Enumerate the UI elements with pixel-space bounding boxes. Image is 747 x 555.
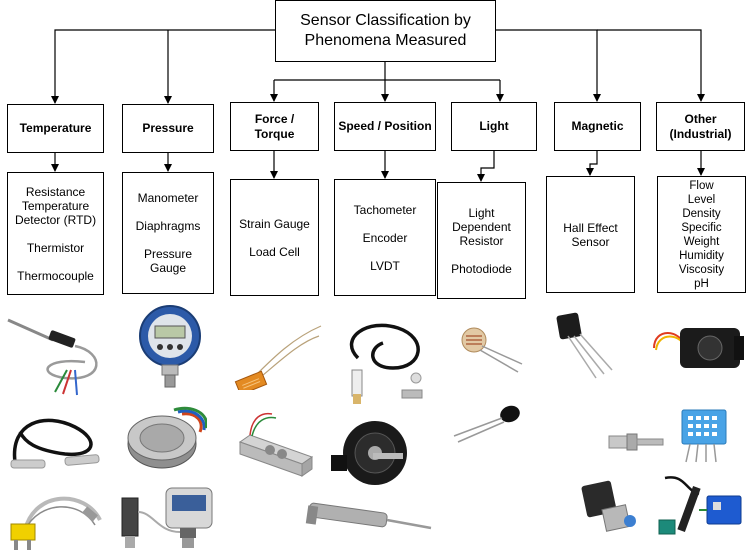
photodiode-photo bbox=[453, 405, 520, 443]
digital-manometer-photo bbox=[139, 305, 201, 388]
detail-other-industrial: Flow Level Density Specific Weight Humid… bbox=[657, 176, 746, 293]
detail-force-torque: Strain Gauge Load Cell bbox=[230, 179, 319, 296]
detail-light: Light Dependent Resistor Photodiode bbox=[437, 182, 526, 299]
category-label: Light bbox=[479, 119, 509, 133]
connector-magnetic bbox=[496, 29, 601, 102]
item-encoder: Encoder bbox=[362, 230, 408, 245]
item-ldr-line-3: Resistor bbox=[459, 233, 504, 248]
detail-speed-position: Tachometer Encoder LVDT bbox=[334, 179, 436, 296]
rotary-encoder-photo bbox=[331, 421, 407, 485]
item-hall-effect-line-1: Hall Effect bbox=[563, 220, 618, 235]
title-line-2: Phenomena Measured bbox=[304, 32, 467, 49]
item-diaphragms: Diaphragms bbox=[135, 219, 201, 233]
connector-magnetic-detail bbox=[586, 150, 598, 176]
load-cell-photo bbox=[238, 412, 314, 477]
detail-magnetic: Hall Effect Sensor bbox=[546, 176, 635, 293]
density-transmitter-photo bbox=[581, 480, 636, 532]
strain-gauge-photo bbox=[234, 325, 322, 390]
item-photodiode: Photodiode bbox=[451, 261, 512, 276]
item-hall-effect-line-2: Sensor bbox=[571, 234, 610, 249]
item-lvdt: LVDT bbox=[370, 258, 400, 273]
item-strain-gauge: Strain Gauge bbox=[239, 216, 310, 231]
item-specific-weight: Specific Weight bbox=[681, 221, 722, 248]
item-rtd-line-3: Detector (RTD) bbox=[14, 212, 97, 227]
item-ph: pH bbox=[694, 277, 709, 290]
item-tachometer: Tachometer bbox=[353, 202, 417, 217]
category-label-line-2: (Industrial) bbox=[669, 126, 732, 141]
pressure-gauge-photo bbox=[121, 487, 213, 548]
item-ldr-line-1: Light bbox=[468, 205, 495, 220]
category-pressure: Pressure bbox=[122, 104, 214, 153]
level-probe-photo bbox=[608, 433, 664, 451]
item-thermistor: Thermistor bbox=[26, 240, 85, 255]
category-light: Light bbox=[451, 102, 537, 151]
thermocouple-photo bbox=[10, 496, 102, 550]
item-rtd-line-2: Temperature bbox=[21, 198, 90, 213]
tachometer-sensor-photo bbox=[349, 323, 423, 404]
thermistor-cable-photo bbox=[10, 418, 100, 469]
item-density: Density bbox=[682, 207, 721, 220]
category-force-torque: Force / Torque bbox=[230, 102, 319, 151]
ldr-photo bbox=[461, 327, 523, 373]
item-manometer: Manometer bbox=[137, 191, 199, 205]
diagram-title: Sensor Classification by Phenomena Measu… bbox=[275, 0, 496, 62]
connector-temperature bbox=[51, 29, 275, 104]
category-label: Magnetic bbox=[571, 119, 624, 133]
humidity-sensor-photo bbox=[681, 409, 727, 463]
detail-pressure: Manometer Diaphragms Pressure Gauge bbox=[122, 172, 214, 294]
connector-other bbox=[597, 29, 705, 102]
lvdt-photo bbox=[305, 502, 432, 530]
category-label-line-1: Other bbox=[684, 111, 717, 126]
item-thermocouple: Thermocouple bbox=[17, 268, 94, 283]
item-ldr-line-2: Dependent bbox=[452, 219, 511, 234]
item-rtd-line-1: Resistance bbox=[25, 184, 86, 199]
item-pressure-gauge-line-1: Pressure bbox=[143, 247, 193, 261]
category-temperature: Temperature bbox=[7, 104, 104, 153]
category-label: Force / Torque bbox=[254, 111, 295, 141]
diaphragm-sensor-photo bbox=[127, 406, 207, 469]
detail-temperature: Resistance Temperature Detector (RTD) Th… bbox=[7, 172, 104, 295]
category-other-industrial: Other (Industrial) bbox=[656, 102, 745, 151]
flow-sensor-photo bbox=[653, 328, 744, 368]
item-level: Level bbox=[687, 193, 716, 206]
item-load-cell: Load Cell bbox=[249, 244, 300, 259]
category-label: Pressure bbox=[142, 121, 194, 135]
connector-light-detail bbox=[477, 150, 495, 182]
ph-sensor-photo bbox=[658, 476, 742, 535]
item-pressure-gauge-line-2: Gauge bbox=[149, 261, 187, 275]
item-humidity: Humidity bbox=[679, 249, 724, 262]
category-label: Temperature bbox=[19, 121, 92, 135]
rtd-probe-photo bbox=[5, 312, 110, 397]
category-label: Speed / Position bbox=[338, 119, 432, 133]
category-speed-position: Speed / Position bbox=[334, 102, 436, 151]
hall-effect-sensor-photo bbox=[556, 312, 613, 379]
category-magnetic: Magnetic bbox=[554, 102, 641, 151]
item-flow: Flow bbox=[689, 179, 714, 192]
title-line-1: Sensor Classification by bbox=[300, 12, 471, 29]
item-viscosity: Viscosity bbox=[678, 263, 725, 276]
